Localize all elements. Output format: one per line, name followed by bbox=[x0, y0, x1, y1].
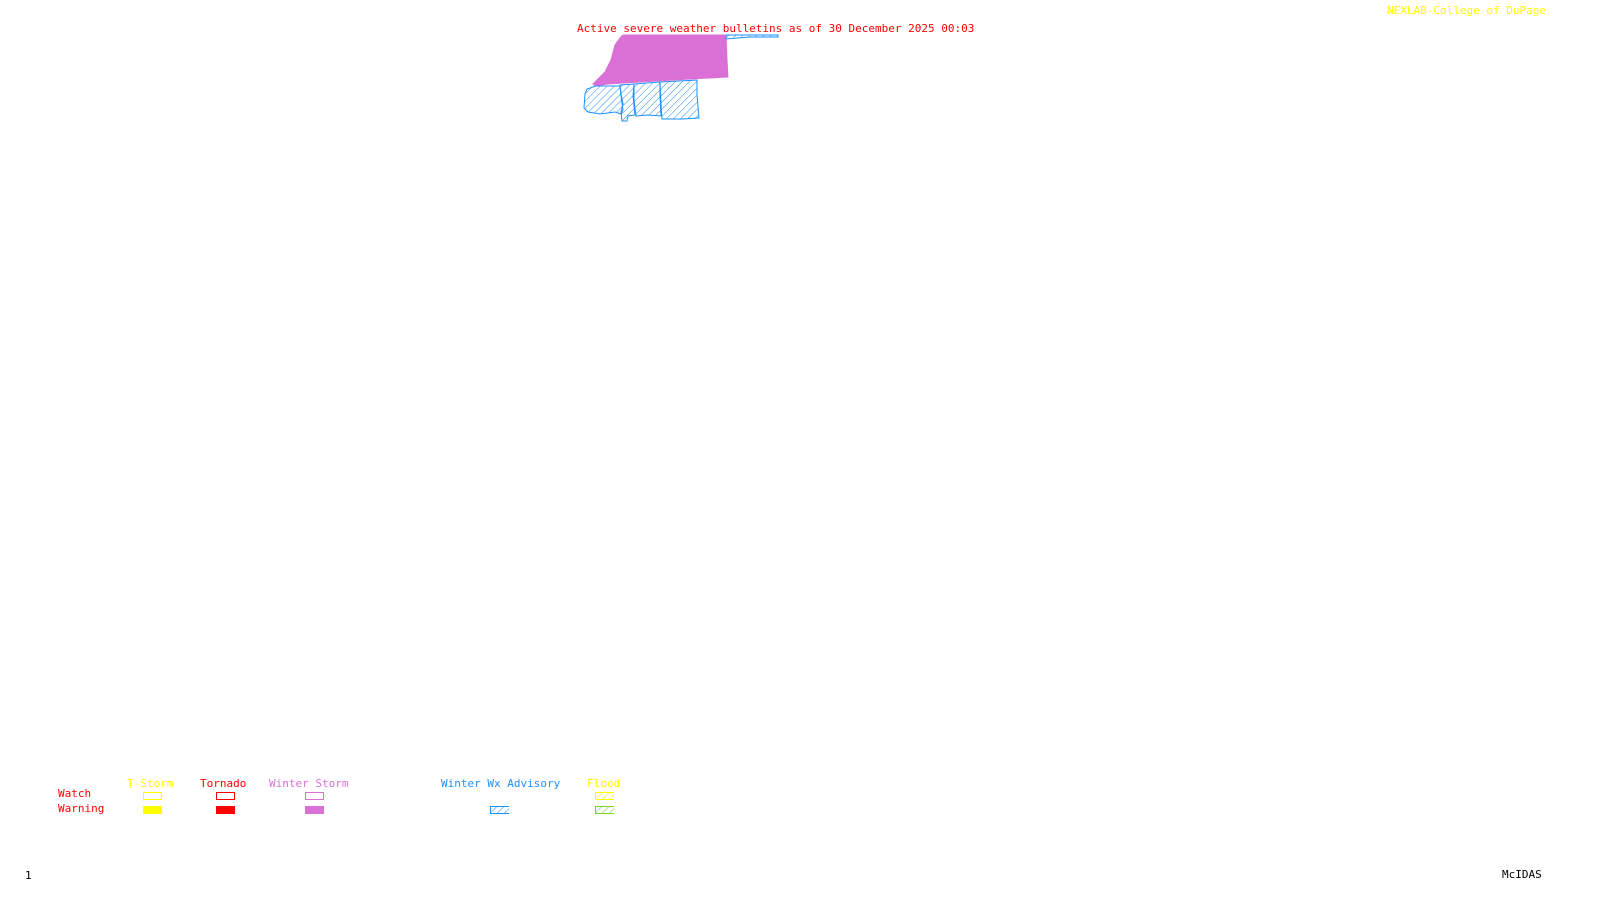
tstorm-watch-swatch bbox=[143, 792, 162, 800]
legend-header-flood: Flood bbox=[587, 777, 621, 790]
tstorm-warning-swatch bbox=[143, 806, 162, 814]
legend-header-tornado: Tornado bbox=[200, 777, 247, 790]
flood-warning-swatch bbox=[595, 806, 614, 814]
credit-label: NEXLAB-College of DuPage bbox=[1387, 4, 1546, 17]
winter-wx-advisory-area bbox=[725, 34, 779, 40]
flood-watch-swatch bbox=[595, 792, 614, 800]
map-title: Active severe weather bulletins as of 30… bbox=[577, 22, 975, 35]
winter-storm-warning-swatch bbox=[305, 806, 324, 814]
legend-row-warning: Warning bbox=[58, 802, 105, 815]
legend-header-winter-storm: Winter Storm bbox=[269, 777, 349, 790]
tornado-watch-swatch bbox=[216, 792, 235, 800]
legend-header-tstorm: T-Storm bbox=[127, 777, 174, 790]
software-label: McIDAS bbox=[1502, 868, 1542, 881]
frame-number: 1 bbox=[25, 869, 32, 882]
winter-storm-watch-swatch bbox=[305, 792, 324, 800]
legend-row-watch: Watch bbox=[58, 787, 92, 800]
winter-wx-advisory-swatch bbox=[490, 806, 509, 814]
winter-storm-warning-area bbox=[592, 34, 729, 87]
legend-header-winter-wx-advisory: Winter Wx Advisory bbox=[441, 777, 561, 790]
winter-wx-advisory-counties bbox=[583, 79, 700, 122]
tornado-warning-swatch bbox=[216, 806, 235, 814]
